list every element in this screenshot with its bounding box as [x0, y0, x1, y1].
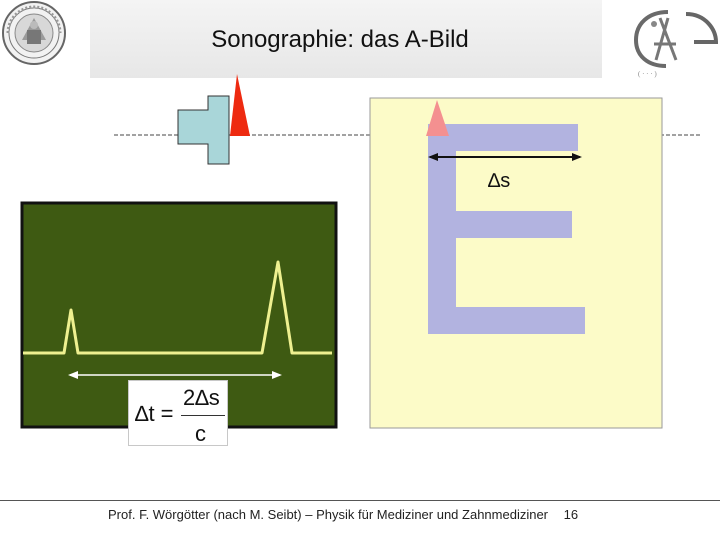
formula-lhs: ∆t =: [135, 401, 174, 426]
title-banner: [90, 0, 602, 78]
formula-box: ∆t = 2∆s c: [128, 380, 228, 446]
university-seal-icon: [2, 1, 66, 65]
footer-divider: [0, 500, 720, 501]
svg-text:( · · · ): ( · · · ): [638, 70, 657, 78]
echo-pulse: [426, 100, 449, 136]
transducer-probe: [177, 95, 230, 165]
emitted-pulse: [230, 74, 250, 136]
delta-s-label: ∆s: [488, 170, 511, 192]
delta-t-arrow: [68, 371, 282, 379]
page-number: 16: [563, 507, 579, 522]
institute-monogram-icon: ( · · · ): [633, 10, 719, 78]
footer-text: Prof. F. Wörgötter (nach M. Seibt) – Phy…: [108, 507, 549, 522]
formula-numerator: 2∆s: [183, 385, 220, 410]
delta-s-arrow: [428, 153, 582, 161]
formula-denominator: c: [195, 421, 206, 446]
reflector-letter-e: [428, 124, 585, 334]
slide-title: Sonographie: das A-Bild: [211, 26, 469, 53]
tissue-region: [369, 97, 663, 429]
footer: Prof. F. Wörgötter (nach M. Seibt) – Phy…: [108, 507, 578, 522]
fraction-bar: [181, 415, 225, 416]
echo-trace: [23, 260, 332, 355]
